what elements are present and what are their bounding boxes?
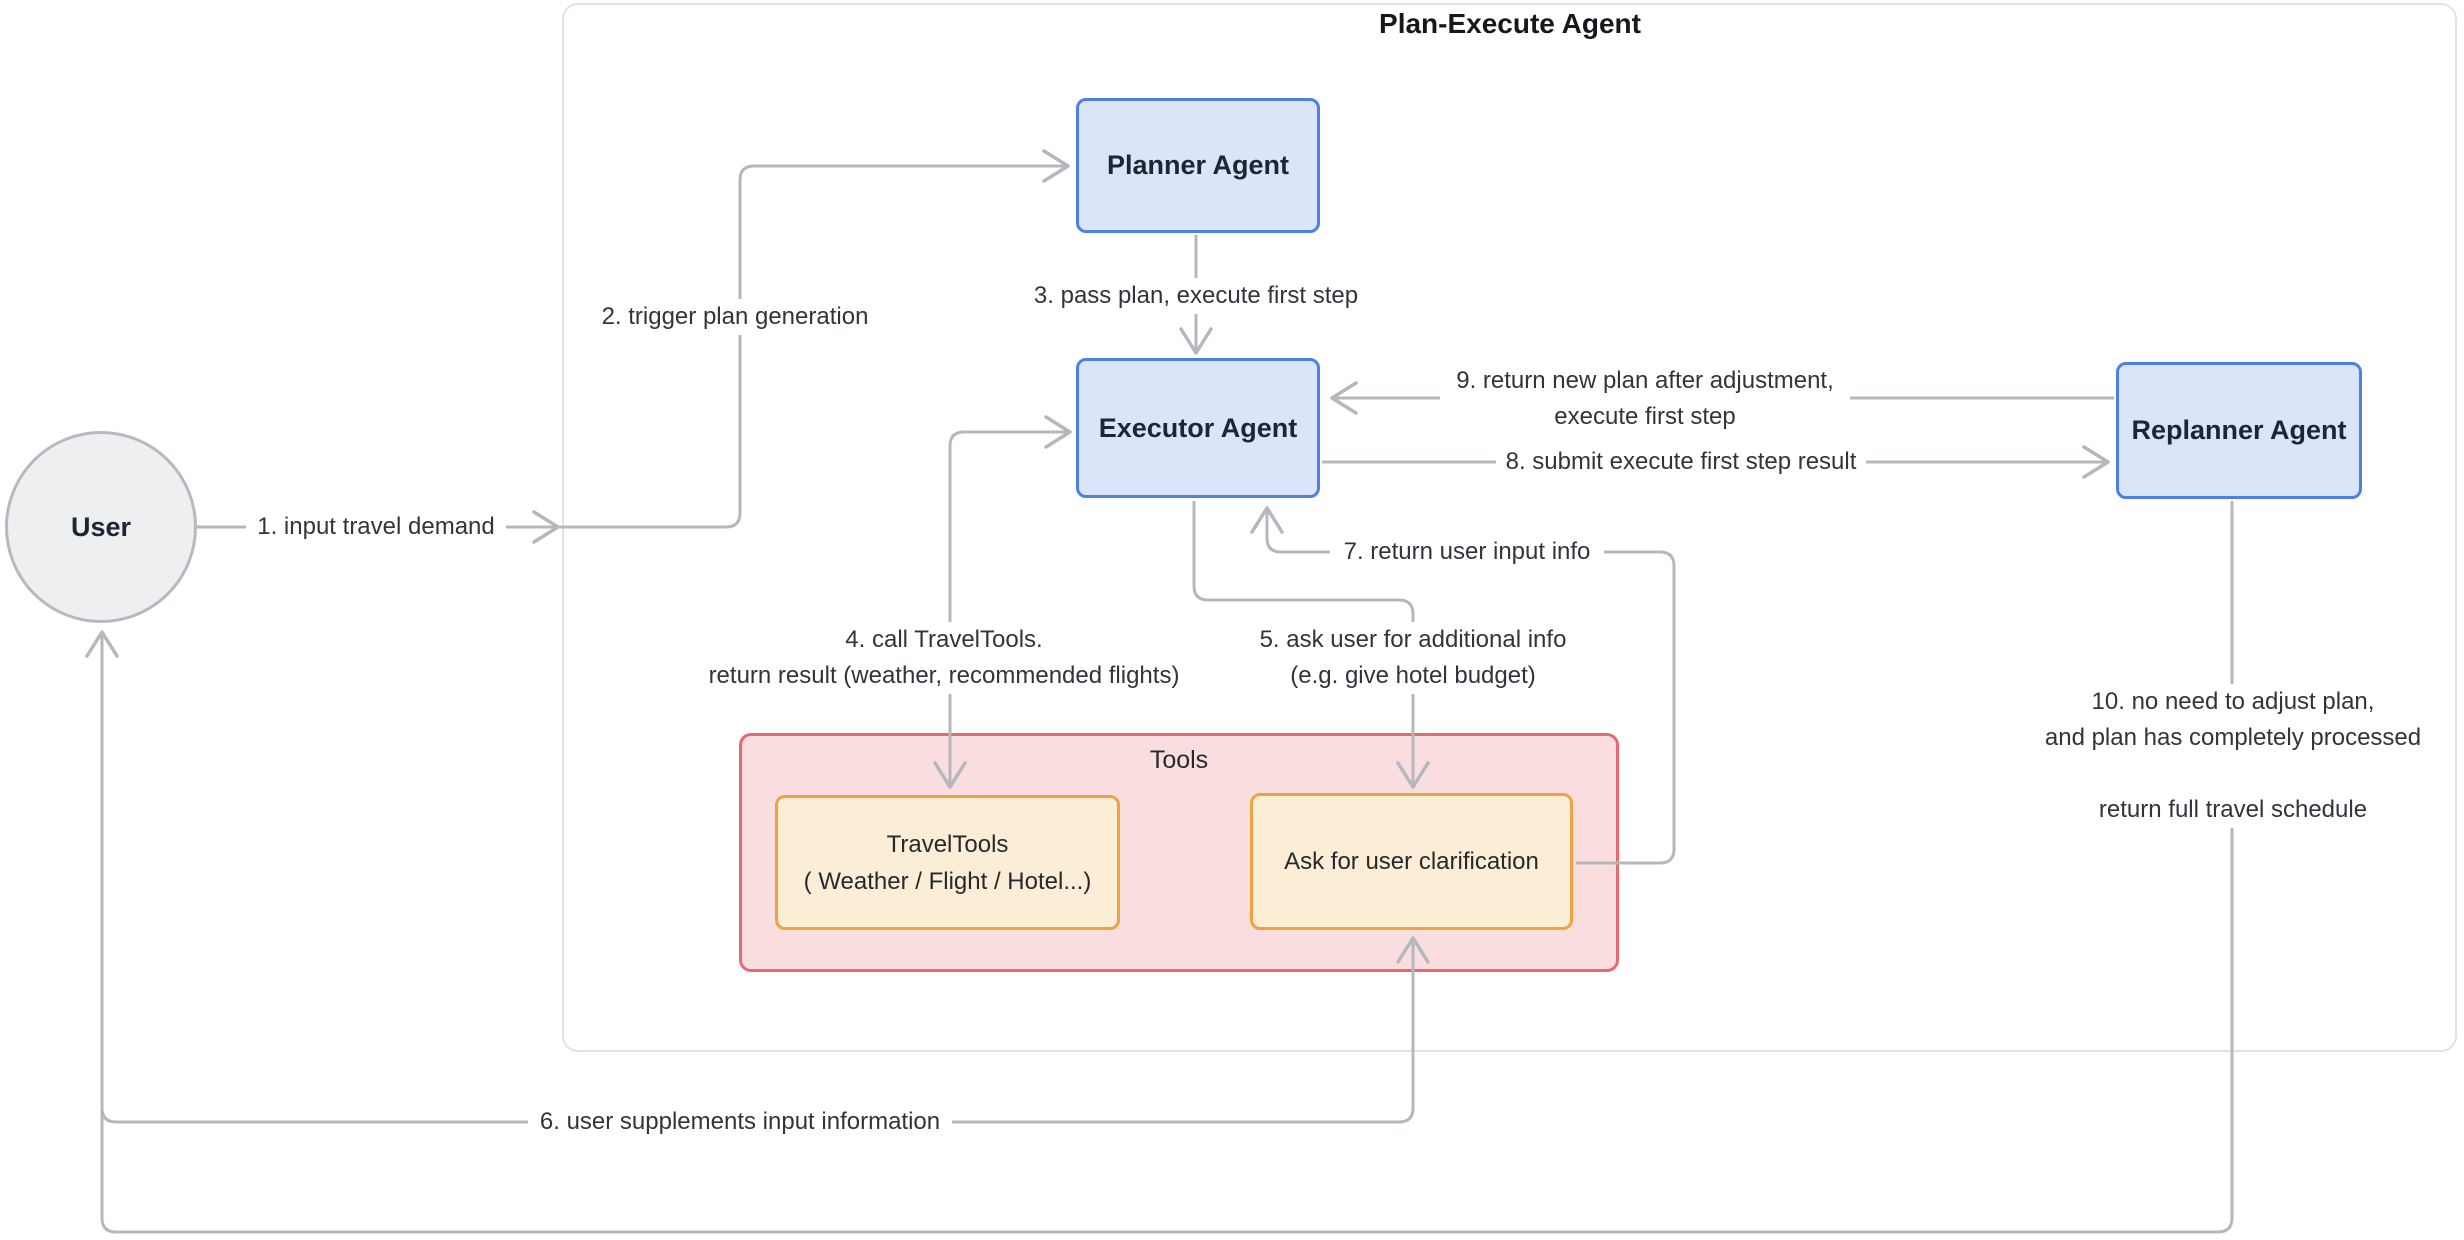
edge-label-submit-execute-result: 8. submit execute first step result	[1496, 444, 1866, 480]
edge-label-return-new-plan-line1: 9. return new plan after adjustment,	[1456, 367, 1834, 394]
edge-label-pass-plan-execute-first-step: 3. pass plan, execute first step	[1020, 278, 1372, 314]
user-node-label: User	[70, 511, 132, 542]
edge-label-user-supplements-input: 6. user supplements input information	[528, 1104, 952, 1140]
arrowhead-into-container	[532, 510, 560, 544]
edge-label-no-need-adjust-plan-line1: 10. no need to adjust plan,	[2091, 688, 2375, 715]
tools-group-label: Tools	[1149, 746, 1209, 774]
executor-agent-label: Executor Agent	[1098, 412, 1298, 443]
diagram-title: Plan-Execute Agent	[1379, 8, 1641, 39]
edge-label-return-full-travel-schedule: return full travel schedule	[2098, 796, 2368, 823]
replanner-agent-label: Replanner Agent	[2131, 415, 2347, 445]
planner-agent-node: Planner Agent	[1076, 98, 1320, 233]
user-node: User	[5, 431, 197, 623]
travel-tools-node: TravelTools ( Weather / Flight / Hotel..…	[775, 795, 1120, 930]
ask-user-clarification-node: Ask for user clarification	[1250, 793, 1573, 930]
replanner-agent-node: Replanner Agent	[2116, 362, 2362, 499]
ask-user-clarification-label: Ask for user clarification	[1284, 848, 1539, 875]
edge-label-no-need-adjust-plan: 10. no need to adjust plan, and plan has…	[2013, 684, 2453, 828]
edge-label-trigger-plan-generation: 2. trigger plan generation	[583, 299, 887, 335]
edge-label-return-new-plan-line2: execute first step	[1554, 403, 1736, 430]
executor-agent-node: Executor Agent	[1076, 358, 1320, 498]
edge-label-ask-user-additional-info: 5. ask user for additional info (e.g. gi…	[1233, 622, 1593, 694]
planner-agent-label: Planner Agent	[1106, 150, 1290, 180]
edge-label-input-travel-demand: 1. input travel demand	[246, 509, 506, 545]
travel-tools-label-line1: TravelTools	[886, 830, 1009, 858]
edge-label-return-user-input-info: 7. return user input info	[1330, 534, 1604, 570]
edge-label-call-traveltools-line2: return result (weather, recommended flig…	[708, 662, 1180, 689]
edge-label-no-need-adjust-plan-line2: and plan has completely processed	[2044, 724, 2422, 751]
edge-label-call-traveltools-line1: 4. call TravelTools.	[845, 626, 1043, 653]
edge-label-call-traveltools: 4. call TravelTools. return result (weat…	[674, 622, 1214, 694]
travel-tools-label-line2: ( Weather / Flight / Hotel...)	[803, 867, 1092, 895]
edge-label-ask-user-additional-info-line2: (e.g. give hotel budget)	[1290, 662, 1536, 689]
edge-label-return-new-plan: 9. return new plan after adjustment, exe…	[1440, 363, 1850, 435]
edge-label-ask-user-additional-info-line1: 5. ask user for additional info	[1259, 626, 1567, 653]
arrowhead-into-user	[85, 630, 119, 658]
edge-label-blank-line	[2013, 756, 2453, 792]
